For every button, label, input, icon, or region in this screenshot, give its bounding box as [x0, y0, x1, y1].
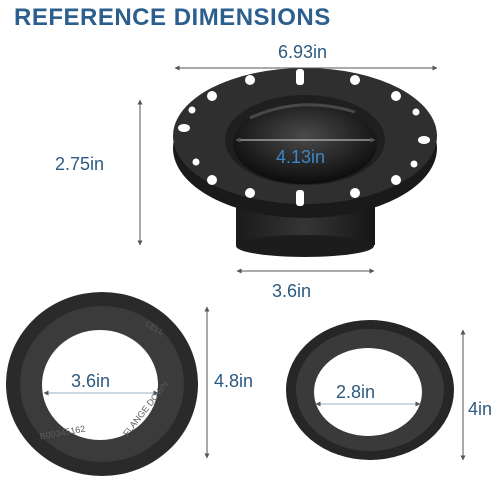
flange-inner-label: 4.13in — [276, 147, 326, 167]
large-gasket-outer-label: 4.8in — [214, 371, 254, 391]
page-title: REFERENCE DIMENSIONS — [14, 4, 331, 31]
large-gasket — [6, 292, 198, 476]
large-gasket-inner-label: 3.6in — [71, 371, 111, 391]
small-gasket-outer-label: 4in — [468, 399, 493, 419]
flange-width-label: 6.93in — [278, 42, 328, 62]
flange-height-label: 2.75in — [55, 154, 105, 174]
small-gasket — [286, 320, 454, 460]
flange-base-label: 3.6in — [272, 281, 312, 301]
small-gasket-inner-label: 2.8in — [336, 382, 376, 402]
